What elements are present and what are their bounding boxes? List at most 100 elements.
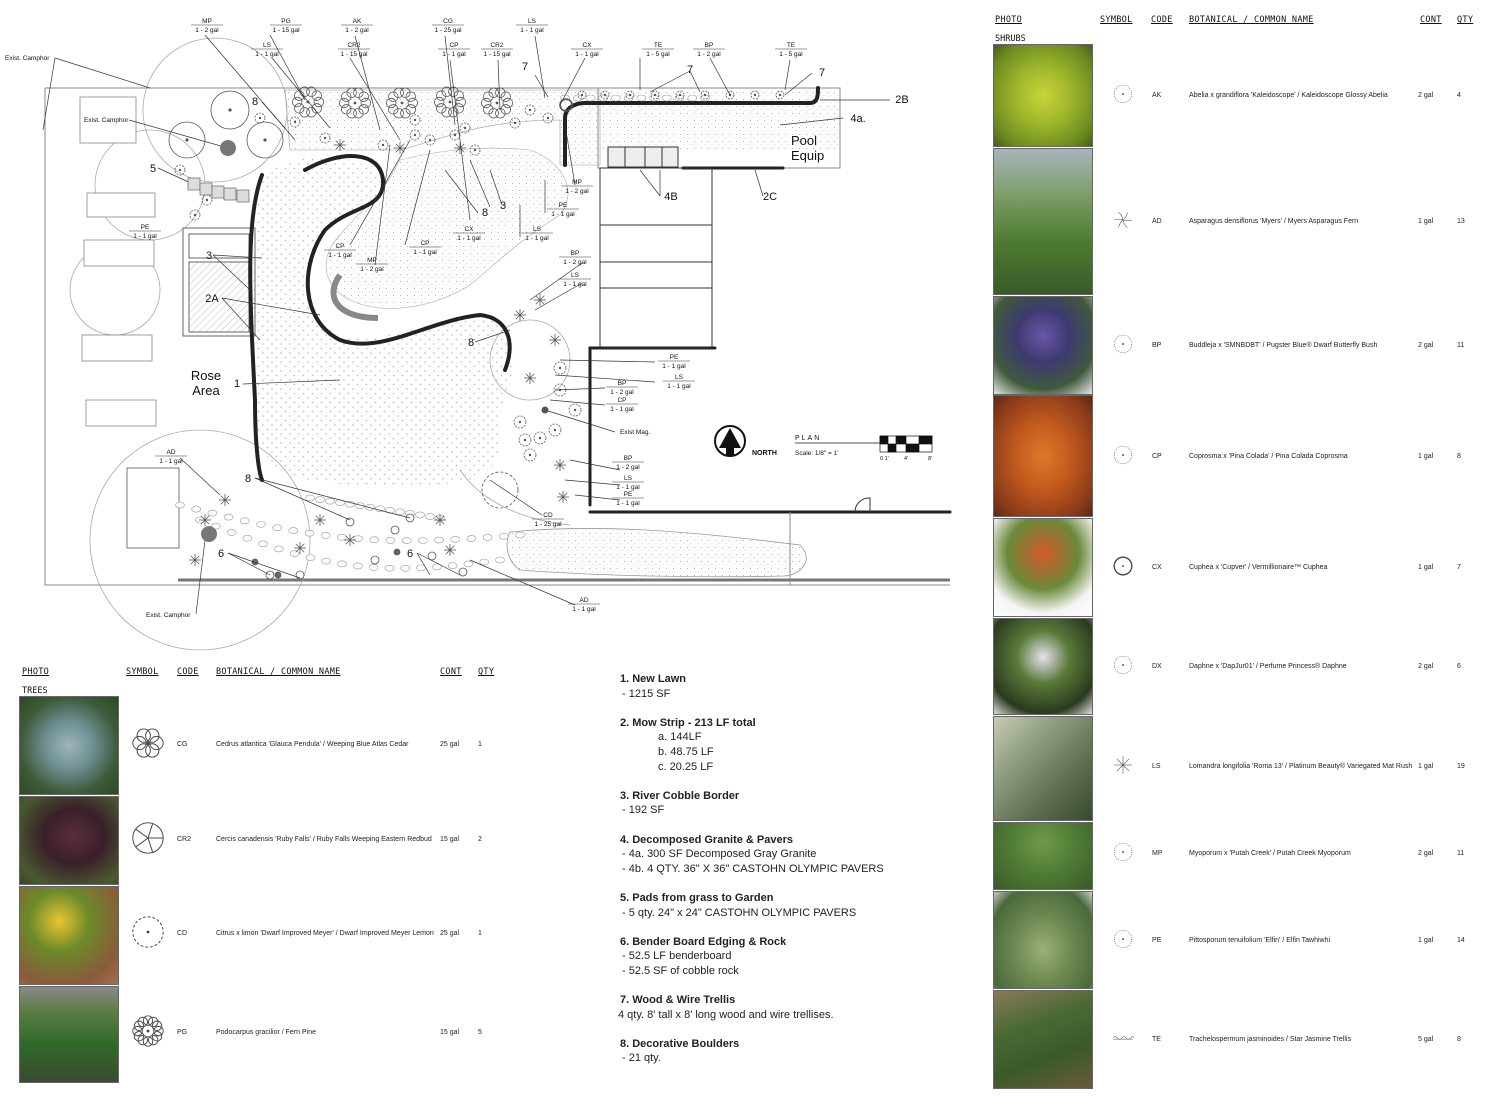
tree-symbol	[292, 86, 325, 118]
callout-code: CP	[420, 240, 429, 247]
cobble-stone	[611, 94, 621, 102]
callout-code: LS	[571, 272, 580, 279]
shrub-center	[603, 93, 607, 97]
callout-code: PG	[281, 18, 290, 25]
cobble-stone	[385, 537, 396, 544]
cobble-stone	[320, 532, 331, 539]
col-header-cont: CONT	[1420, 15, 1442, 25]
shrub-photo-dx	[993, 618, 1093, 715]
tree-photo-pg	[19, 986, 119, 1083]
tree-name: Cercis canadensis 'Ruby Falls' / Ruby Fa…	[216, 836, 432, 843]
shrub-center	[628, 93, 632, 97]
callout-qty: 1 - 2 gal	[610, 389, 634, 396]
shrub-symbol	[174, 164, 186, 176]
note-line: - 4b. 4 QTY. 36" X 36" CASTOHN OLYMPIC P…	[622, 862, 884, 875]
pebble-rows	[175, 94, 710, 572]
shrub-center	[653, 93, 657, 97]
shrub-center	[553, 428, 557, 432]
shrub-symbol	[319, 132, 331, 144]
note-title: 7. Wood & Wire Trellis	[620, 994, 736, 1007]
col-header-qty: QTY	[478, 667, 495, 677]
callout-qty: 1 - 1 gal	[457, 235, 481, 242]
callout-code: CX	[582, 42, 592, 49]
cobble-stone	[223, 513, 234, 521]
cobble-stone	[434, 536, 444, 544]
scale-tick: 4'	[904, 456, 908, 462]
callout-code: MP	[367, 257, 377, 264]
tree-symbol-cr2	[129, 819, 167, 862]
cobble-stone	[447, 562, 458, 569]
callout-code: MP	[572, 179, 582, 186]
callout-code: PE	[670, 354, 679, 361]
shrub-symbol	[577, 90, 587, 100]
tree-symbol-cg	[129, 724, 167, 767]
shrub-symbol	[459, 122, 471, 134]
asterisk-symbol	[189, 554, 201, 566]
cobble-stone	[482, 534, 493, 541]
note-title: 2. Mow Strip - 213 LF total	[620, 716, 756, 729]
shrub-center	[413, 118, 417, 122]
shrub-center	[293, 120, 297, 124]
tree-qty: 5	[478, 1029, 482, 1036]
boulder-symbol	[251, 558, 259, 566]
cobble-stone	[400, 564, 411, 572]
shrub-photo-te	[993, 990, 1093, 1089]
tree-photo-cd	[19, 886, 119, 985]
shrub-code: LS	[1152, 763, 1161, 770]
paver-pads	[187, 177, 250, 203]
dg-top-strip	[284, 88, 840, 166]
callout-qty: 1 - 15 gal	[272, 27, 300, 34]
shrub-code: PE	[1152, 937, 1162, 944]
cobble-stone	[207, 509, 218, 517]
left-pads	[79, 96, 180, 549]
keynote-number: 6	[218, 548, 224, 560]
callout-qty: 1 - 1 gal	[413, 249, 437, 256]
shrub-center	[205, 198, 209, 202]
shrub-center	[523, 438, 527, 442]
cobble-stone	[598, 94, 608, 102]
note-title: 1. New Lawn	[620, 673, 687, 685]
shrub-code: AK	[1152, 92, 1162, 99]
shrub-cont: 1 gal	[1418, 564, 1434, 571]
cobble-stone	[450, 536, 461, 543]
tree-qty: 1	[478, 930, 482, 937]
cobble-stone	[315, 496, 325, 503]
shrub-cont: 2 gal	[1418, 850, 1434, 857]
cobble-stone	[425, 513, 435, 520]
cobble-stone	[385, 507, 395, 514]
callout-qty: 1 - 25 gal	[434, 27, 462, 34]
shrub-center	[528, 453, 532, 457]
shrub-name: Pittosporum tenuifolium 'Elfin' / Elfin …	[1189, 937, 1331, 944]
shrub-center	[518, 420, 522, 424]
callout-qty: 1 - 5 gal	[779, 51, 803, 58]
tree-qty: 2	[478, 836, 482, 843]
shrub-qty: 19	[1457, 763, 1465, 770]
shrub-name: Cuphea x 'Cupver' / Vermillionaire™ Cuph…	[1189, 564, 1328, 571]
cobble-stone	[395, 508, 405, 516]
asterisk-symbol	[219, 494, 231, 506]
shrub-center	[463, 126, 467, 130]
callout-qty: 1 - 2 gal	[697, 51, 721, 58]
shrub-center	[323, 136, 327, 140]
asterisk-symbol	[557, 491, 569, 503]
tree-code: PG	[177, 1029, 188, 1036]
shrub-cont: 2 gal	[1418, 663, 1434, 670]
callout-qty: 1 - 1 gal	[551, 211, 575, 218]
shrub-center	[528, 108, 532, 112]
keynote-number: 3	[500, 200, 506, 212]
rose-area-label: Rose	[191, 368, 221, 383]
note-line: - 52.5 SF of cobble rock	[622, 964, 739, 977]
cobble-stone	[272, 524, 282, 531]
cobble-stone	[325, 497, 335, 505]
shrub-symbol	[775, 90, 785, 100]
cobble-stone	[585, 94, 596, 102]
callout-code: CR2	[347, 42, 360, 49]
existing-tree-label: Exist. Camphor	[5, 55, 50, 62]
shrub-qty: 13	[1457, 218, 1465, 225]
shrub-cont: 1 gal	[1418, 937, 1434, 944]
shrub-name: Coprosma x 'Pina Colada' / Pina Colada C…	[1189, 453, 1348, 460]
callout-qty: 1 - 1 gal	[616, 500, 640, 507]
callout-qty: 1 - 1 gal	[616, 484, 640, 491]
keynote-number: 8	[468, 337, 474, 349]
